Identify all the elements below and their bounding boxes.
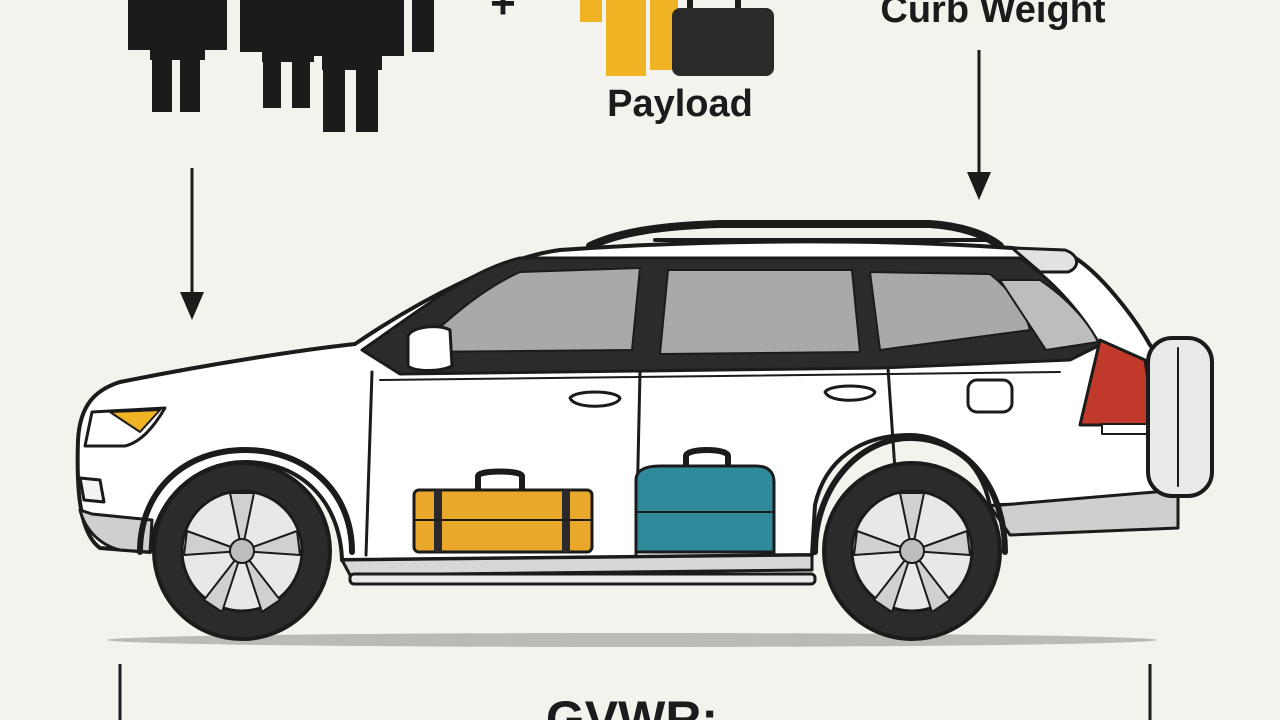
plus-sign: +: [490, 0, 516, 28]
payload-label: Payload: [607, 83, 753, 125]
gvwr-label: GVWR:: [546, 691, 718, 720]
suv-icon: [75, 220, 1214, 641]
yellow-suitcase-icon: [412, 468, 594, 554]
people-arrow: [180, 168, 204, 320]
teal-bag-icon: [634, 447, 776, 554]
gvwr-bracket: [118, 664, 1152, 720]
front-wheel: [152, 461, 332, 641]
curb-weight-label: Curb Weight: [880, 0, 1106, 31]
payload-box-bag-icon: [580, 0, 774, 76]
curb-weight-arrow: [967, 50, 991, 200]
people-silhouettes-icon: [128, 0, 434, 132]
rear-wheel: [822, 461, 1002, 641]
